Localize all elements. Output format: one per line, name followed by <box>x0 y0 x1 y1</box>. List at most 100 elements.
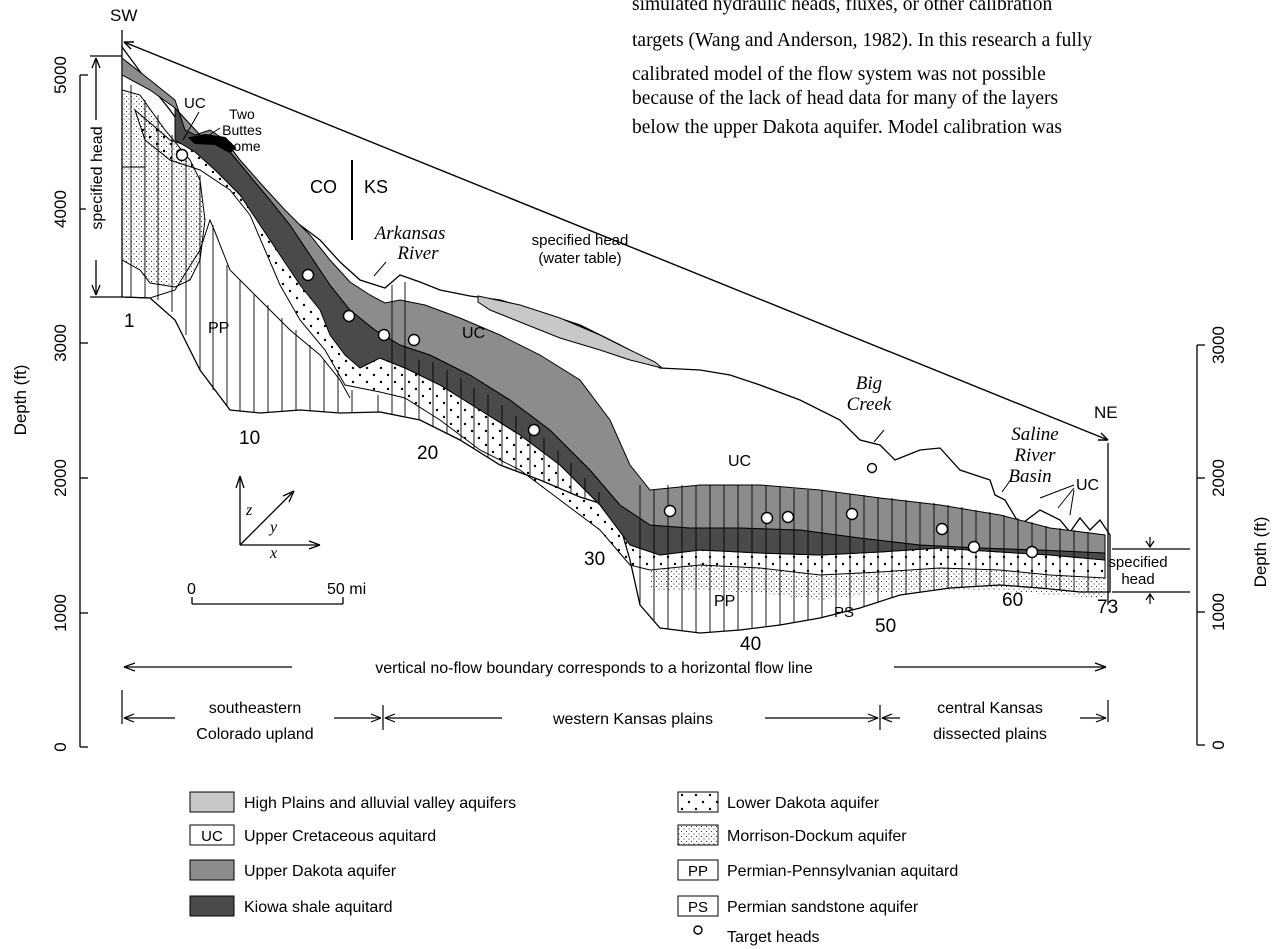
target-head <box>967 540 981 554</box>
legend-code-pp: PP <box>688 863 708 880</box>
scale-bar <box>191 597 344 605</box>
paragraph-line-4: because of the lack of head data for man… <box>632 88 1058 109</box>
legend-swatch-kiowa-shale <box>189 895 235 917</box>
column-number-30: 30 <box>584 549 605 570</box>
left-depth-axis <box>79 74 88 748</box>
legend-swatch-upper-cretaceous <box>189 824 235 846</box>
no-flow-label: vertical no-flow boundary corresponds to… <box>375 660 813 677</box>
paragraph-text: simulated hydraulic heads, fluxes, or ot… <box>632 0 1092 138</box>
paragraph-line-3: calibrated model of the flow system was … <box>632 64 1046 85</box>
uc-label-4: UC <box>1076 477 1099 494</box>
saline-label-2: River <box>1013 445 1056 466</box>
target-head <box>845 507 859 521</box>
section-outline <box>121 45 1111 634</box>
co-label: CO <box>310 177 337 197</box>
legend-label-permian-pennsylvanian: Permian-Pennsylvanian aquitard <box>727 863 958 880</box>
arkansas-label-1: Arkansas <box>373 223 446 244</box>
left-tick-5000: 5000 <box>51 56 70 94</box>
specified-head-water-table <box>123 41 1109 441</box>
big-creek-label-1: Big <box>856 373 882 394</box>
uc-label-2: UC <box>462 325 485 342</box>
axis-z-label: z <box>245 502 253 519</box>
region-3-line-1: central Kansas <box>937 700 1043 717</box>
legend-label-lower-dakota: Lower Dakota aquifer <box>727 795 880 812</box>
target-head <box>342 309 356 323</box>
uc-label-3: UC <box>728 453 751 470</box>
axis-y-label: y <box>268 519 278 536</box>
column-number-20: 20 <box>417 443 438 464</box>
specified-head-left-label: specified head <box>89 126 106 229</box>
region-2-label: western Kansas plains <box>552 711 713 728</box>
target-head <box>866 462 878 474</box>
column-number-50: 50 <box>875 616 896 637</box>
right-axis-title: Depth (ft) <box>1251 517 1270 588</box>
legend-label-morrison-dockum: Morrison-Dockum aquifer <box>727 828 907 845</box>
right-tick-3000: 3000 <box>1209 326 1228 364</box>
left-tick-2000: 2000 <box>51 459 70 497</box>
legend-label-permian-sandstone: Permian sandstone aquifer <box>727 899 919 916</box>
ne-label: NE <box>1094 403 1118 422</box>
region-1-line-2: Colorado upland <box>196 726 313 743</box>
paragraph-line-5: below the upper Dakota aquifer. Model ca… <box>632 117 1062 138</box>
right-tick-2000: 2000 <box>1209 459 1228 497</box>
legend-swatch-morrison-dockum <box>677 824 719 846</box>
legend-code-uc: UC <box>201 828 223 845</box>
column-number-73: 73 <box>1097 597 1118 618</box>
saline-leaders <box>373 261 1075 516</box>
paragraph-line-2: targets (Wang and Anderson, 1982). In th… <box>632 30 1092 51</box>
ks-label: KS <box>364 177 388 197</box>
column-number-40: 40 <box>740 634 761 655</box>
saline-label-1: Saline <box>1011 424 1059 445</box>
legend-code-ps: PS <box>688 899 708 916</box>
legend: High Plains and alluvial valley aquifers… <box>189 791 958 946</box>
target-head <box>301 268 315 282</box>
pp-label-sw: PP <box>208 320 229 337</box>
column-number-1: 1 <box>124 311 135 332</box>
target-head <box>175 148 189 162</box>
target-head <box>527 423 541 437</box>
target-head <box>935 522 949 536</box>
left-axis-title: Depth (ft) <box>11 365 30 436</box>
no-flow-boundary-arrow <box>123 662 1107 672</box>
legend-swatch-permian-sandstone <box>677 895 719 917</box>
sw-label: SW <box>110 6 137 25</box>
legend-symbol-target-heads <box>693 925 703 935</box>
specified-head-right-bracket <box>1112 537 1190 604</box>
uc-label-1: UC <box>184 95 206 112</box>
two-buttes-label-1: Two <box>229 106 255 122</box>
scale-0-label: 0 <box>187 581 196 598</box>
target-heads <box>175 148 1039 559</box>
axis-x-label: x <box>269 545 277 562</box>
arkansas-label-2: River <box>396 243 439 264</box>
column-number-60: 60 <box>1002 590 1023 611</box>
target-head <box>760 511 774 525</box>
left-tick-0: 0 <box>51 742 70 751</box>
target-head <box>377 328 391 342</box>
right-tick-0: 0 <box>1209 740 1228 749</box>
right-tick-1000: 1000 <box>1209 593 1228 631</box>
region-brackets <box>121 690 1109 730</box>
pp-label-east: PP <box>714 593 735 610</box>
target-head <box>1025 545 1039 559</box>
xyz-axes-icon <box>235 475 321 550</box>
target-head <box>407 333 421 347</box>
saline-label-3: Basin <box>1008 466 1051 487</box>
target-head <box>781 510 795 524</box>
big-creek-label-2: Creek <box>847 394 892 415</box>
legend-swatch-permian-pennsylvanian <box>677 859 719 881</box>
column-number-10: 10 <box>239 428 260 449</box>
specified-head-right-label-1: specified <box>1108 554 1167 571</box>
morrison-dockum-east <box>650 565 1105 600</box>
region-3-line-2: dissected plains <box>933 726 1047 743</box>
target-head <box>663 504 677 518</box>
legend-label-kiowa-shale: Kiowa shale aquitard <box>244 899 393 916</box>
upper-dakota-band <box>121 56 1106 554</box>
two-buttes-label-2: Buttes <box>222 122 262 138</box>
specified-head-top-label-1: specified head <box>532 232 629 249</box>
specified-head-right-label-2: head <box>1121 571 1154 588</box>
high-plains-aquifer <box>477 295 663 369</box>
left-tick-1000: 1000 <box>51 594 70 632</box>
pp-aquitard-hump <box>121 218 351 399</box>
legend-swatch-high-plains <box>189 791 235 813</box>
